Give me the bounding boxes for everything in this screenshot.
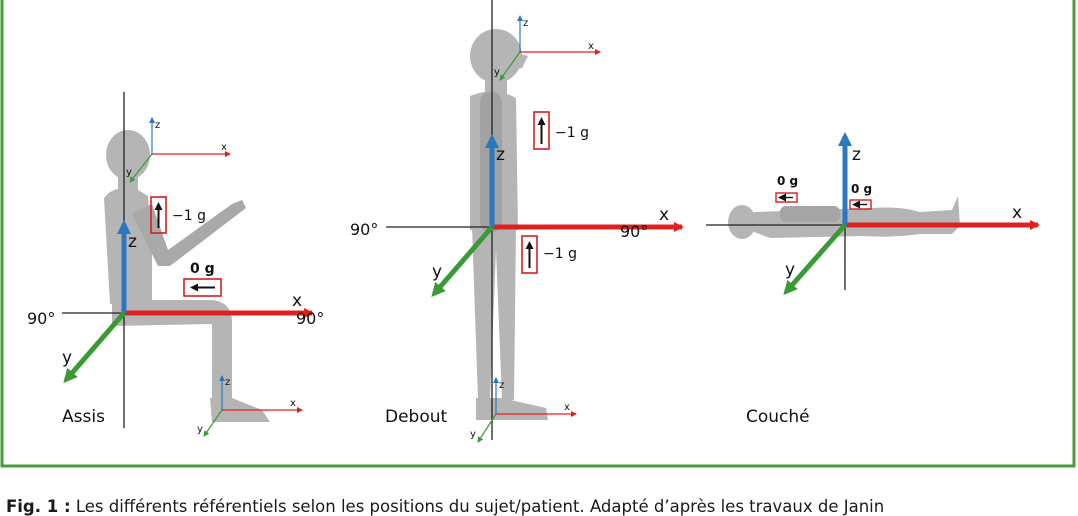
standing-gravity-lower-box: −1 g xyxy=(521,235,577,274)
svg-text:0 g: 0 g xyxy=(190,261,215,277)
lying-z-label: z xyxy=(852,145,861,165)
panel-debout: x z y 90° 90° x z y x z y −1 g xyxy=(350,0,684,443)
standing-angle-right: 90° xyxy=(620,222,648,241)
lying-x-label: x xyxy=(1012,203,1022,223)
standing-y-axis-arrow xyxy=(431,225,494,298)
svg-text:y: y xyxy=(470,429,476,440)
standing-head-mini-axes: x z y xyxy=(494,15,601,81)
sitting-x-label: x xyxy=(292,291,302,311)
sitting-head-mini-axes: x z y xyxy=(126,117,231,183)
svg-text:−1 g: −1 g xyxy=(172,208,206,224)
sitting-z-label: z xyxy=(128,232,137,252)
sitting-angle-left: 90° xyxy=(27,309,55,328)
svg-text:z: z xyxy=(499,380,504,391)
svg-text:0 g: 0 g xyxy=(777,174,798,188)
svg-text:0 g: 0 g xyxy=(851,182,872,196)
lying-position-label: Couché xyxy=(746,407,810,427)
lying-gravity-right-box: 0 g xyxy=(849,182,872,210)
svg-text:x: x xyxy=(564,402,570,413)
standing-z-label: z xyxy=(496,145,505,165)
sitting-gravity-vertical-box: −1 g xyxy=(150,196,206,234)
panel-frame xyxy=(0,0,1076,468)
figure-number: Fig. 1 : xyxy=(6,497,71,516)
sitting-y-label: y xyxy=(62,348,72,368)
svg-text:y: y xyxy=(494,67,500,78)
sitting-y-axis-arrow xyxy=(63,311,126,384)
lying-y-label: y xyxy=(785,260,795,280)
caption-text: Les différents référentiels selon les po… xyxy=(75,497,885,516)
svg-text:z: z xyxy=(523,18,528,29)
standing-angle-left: 90° xyxy=(350,220,378,239)
svg-text:x: x xyxy=(290,398,296,409)
svg-text:x: x xyxy=(221,142,227,153)
svg-text:z: z xyxy=(225,377,230,388)
standing-y-label: y xyxy=(432,262,442,282)
svg-text:y: y xyxy=(197,424,203,435)
panel-couche: x z y 0 g 0 g Couché xyxy=(706,132,1040,427)
svg-text:x: x xyxy=(588,41,594,52)
sitting-gravity-horizontal-box: 0 g xyxy=(183,261,222,297)
lying-gravity-left-box: 0 g xyxy=(775,174,798,203)
svg-text:z: z xyxy=(155,120,160,131)
figure-caption: Fig. 1 : Les différents référentiels sel… xyxy=(6,496,1076,516)
svg-text:−1 g: −1 g xyxy=(555,125,589,141)
svg-text:−1 g: −1 g xyxy=(543,246,577,262)
standing-x-label: x xyxy=(659,205,669,225)
standing-position-label: Debout xyxy=(385,407,448,427)
sitting-angle-right: 90° xyxy=(296,309,324,328)
sitting-position-label: Assis xyxy=(62,407,105,427)
lying-y-axis-arrow xyxy=(783,223,847,296)
sitting-foot-mini-axes: x z y xyxy=(197,375,303,437)
panel-assis: x z y 90° 90° x z y x z y −1 g xyxy=(27,92,324,437)
standing-gravity-upper-box: −1 g xyxy=(533,111,589,150)
svg-text:y: y xyxy=(126,167,132,178)
standing-foot-mini-axes: x z y xyxy=(470,377,577,443)
